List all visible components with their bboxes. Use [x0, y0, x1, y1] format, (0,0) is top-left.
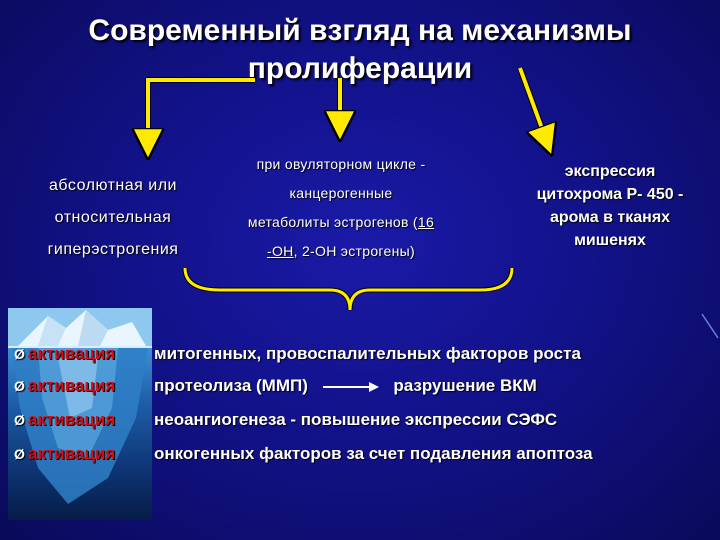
- right-line: цитохрома Р- 450 -: [536, 186, 684, 203]
- bullet-text: протеолиза (ММП): [154, 376, 308, 395]
- bullet-label: активация: [28, 344, 116, 363]
- column-hyperestrogenism: абсолютная или относительная гиперэстрог…: [18, 170, 208, 266]
- middle-line: метаболиты эстрогенов (16: [247, 214, 435, 230]
- arrow-left: [145, 77, 255, 148]
- column-cytochrome-expression: экспрессия цитохрома Р- 450 - арома в тк…: [505, 160, 715, 252]
- right-line: экспрессия: [564, 163, 656, 180]
- bullet-result: разрушение ВКМ: [393, 376, 537, 395]
- left-line: гиперэстрогения: [47, 241, 179, 258]
- page-title: Современный взгляд на механизмы пролифер…: [88, 14, 632, 85]
- arrowhead-bullet-icon: Ø: [14, 346, 25, 362]
- bullet-text: неоангиогенеза - повышение экспрессии СЭ…: [154, 410, 558, 429]
- bullet-text: митогенных, провоспалительных факторов р…: [154, 344, 581, 363]
- arrowhead-bullet-icon: Ø: [14, 378, 25, 394]
- bullet-label: активация: [28, 376, 116, 395]
- iceberg-image: [8, 308, 152, 520]
- bullet-text: онкогенных факторов за счет подавления а…: [154, 444, 593, 463]
- left-line: абсолютная или: [49, 177, 177, 194]
- middle-line: канцерогенные: [289, 185, 393, 201]
- right-arrow-icon: [322, 381, 379, 392]
- bullet-text-with-result: протеолиза (ММП) разрушение ВКМ: [154, 373, 537, 399]
- middle-line: -ОН, 2-ОН эстрогены): [267, 243, 415, 259]
- arrowhead-bullet-icon: Ø: [14, 412, 25, 428]
- middle-line: при овуляторном цикле -: [256, 156, 426, 172]
- right-line: мишенях: [574, 232, 646, 249]
- left-line: относительная: [54, 209, 172, 226]
- column-estrogen-metabolites: при овуляторном цикле - канцерогенные ме…: [210, 150, 472, 266]
- corner-line-decoration: [701, 313, 719, 339]
- bullet-label: активация: [28, 410, 116, 429]
- right-line: арома в тканях: [549, 209, 671, 226]
- arrowhead-bullet-icon: Ø: [14, 446, 25, 462]
- bullet-label: активация: [28, 444, 116, 463]
